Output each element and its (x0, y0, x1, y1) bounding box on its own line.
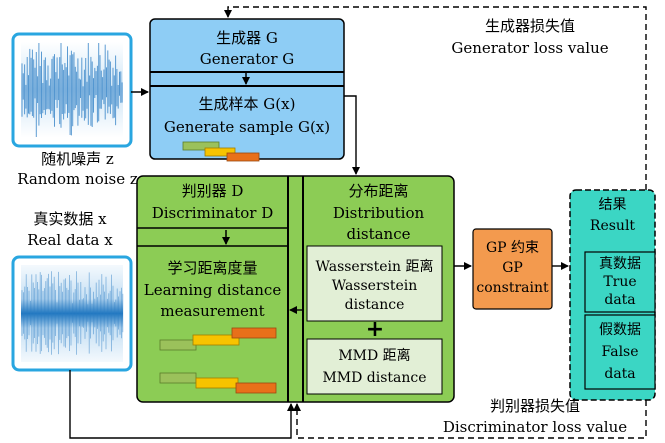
distribution-distance-en-line2: distance (346, 225, 411, 243)
false-data-en-line1: False (601, 344, 639, 360)
generated-sample-bars (182, 141, 260, 162)
discriminator-loss-arrow (293, 400, 647, 439)
false-data-en-line2: data (604, 366, 636, 382)
result-title-en: Result (589, 218, 636, 234)
gp-constraint-box (472, 228, 553, 310)
connectors (69, 6, 647, 439)
false-data-cn: 假数据 (599, 322, 641, 338)
learning-distance-cn: 学习距离度量 (167, 259, 258, 277)
gp-label: GP (502, 260, 523, 276)
plus-sign: + (366, 317, 384, 342)
generator-loss-arrow (224, 6, 647, 190)
generator-title-cn: 生成器 G (216, 29, 278, 47)
real-data-to-discriminator-arrow (69, 370, 295, 439)
learning-distance-en-line2: measurement (160, 302, 265, 320)
wasserstein-en-line2: distance (344, 297, 405, 313)
generated-sample-cn: 生成样本 G(x) (198, 95, 296, 113)
random-noise-image (11, 32, 133, 148)
wasserstein-box (306, 245, 443, 322)
random-noise-label-en: Random noise z (17, 170, 138, 188)
discriminator-loss-cn: 判别器损失值 (489, 397, 580, 415)
discriminator-title-cn: 判别器 D (181, 182, 244, 200)
real-data-label-cn: 真实数据 x (33, 210, 107, 228)
true-data-en-line1: True (603, 274, 637, 290)
true-data-cn: 真数据 (599, 256, 641, 272)
real-data-image (11, 255, 133, 372)
gp-constraint-en: constraint (476, 280, 549, 296)
mmd-cn: MMD 距离 (338, 348, 411, 364)
discriminator-loss-en: Discriminator loss value (442, 418, 628, 436)
generator-loss-cn: 生成器损失值 (484, 17, 575, 35)
generator-to-discriminator-arrow (344, 95, 360, 175)
generator-title-en: Generator G (199, 50, 295, 68)
mmd-en: MMD distance (322, 370, 427, 386)
result-box (569, 189, 656, 401)
discriminator-title-en: Discriminator D (151, 204, 274, 222)
true-data-en-line2: data (604, 292, 636, 308)
distribution-distance-en-line1: Distribution (332, 204, 425, 222)
learning-distance-en-line1: Learning distance (143, 281, 282, 299)
generator-loss-en: Generator loss value (451, 39, 609, 57)
wasserstein-cn: Wasserstein 距离 (315, 259, 434, 275)
result-title-cn: 结果 (598, 197, 627, 213)
learning-bars (159, 327, 277, 394)
real-data-label-en: Real data x (27, 231, 113, 249)
random-noise-label-cn: 随机噪声 z (41, 150, 114, 168)
gp-constraint-cn: GP 约束 (485, 240, 540, 256)
wasserstein-en-line1: Wasserstein (331, 278, 418, 294)
distribution-distance-cn: 分布距离 (348, 182, 409, 200)
mmd-box (306, 338, 443, 395)
generated-sample-en: Generate sample G(x) (163, 118, 331, 136)
